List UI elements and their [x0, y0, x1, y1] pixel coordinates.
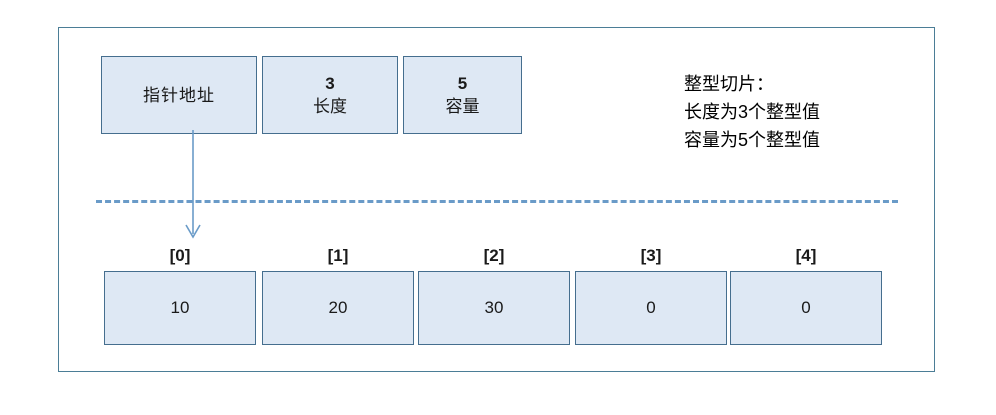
array-cell-3: 0	[575, 271, 727, 345]
array-cell-2-value: 30	[484, 298, 504, 317]
array-index-2: [2]	[483, 246, 505, 265]
array-index-0: [0]	[169, 246, 191, 265]
array-cell-2: 30	[418, 271, 570, 345]
slice-length-label: 长度	[313, 96, 347, 116]
annotation-line-1: 整型切片：	[684, 74, 774, 94]
array-index-4: [4]	[795, 246, 817, 265]
annotation-line-2: 长度为3个整型值	[684, 102, 821, 122]
slice-length-value: 3	[325, 73, 335, 93]
slice-length-box: 3 长度	[262, 56, 398, 134]
annotation-line-3: 容量为5个整型值	[684, 130, 821, 150]
pointer-arrow-icon	[185, 130, 201, 239]
array-index-3: [3]	[640, 246, 662, 265]
array-cell-3-value: 0	[646, 298, 656, 317]
array-index-1: [1]	[327, 246, 349, 265]
slice-capacity-box: 5 容量	[403, 56, 522, 134]
dashed-separator	[96, 200, 898, 203]
array-cell-4-value: 0	[801, 298, 811, 317]
array-cell-0: 10	[104, 271, 256, 345]
slice-capacity-value: 5	[457, 73, 468, 93]
slice-pointer-label: 指针地址	[143, 85, 215, 105]
slice-capacity-label: 容量	[445, 96, 480, 116]
slice-pointer-box: 指针地址	[101, 56, 257, 134]
array-cell-0-value: 10	[170, 298, 190, 317]
annotation-text-block: 整型切片： 长度为3个整型值 容量为5个整型值	[684, 70, 820, 154]
array-cell-1: 20	[262, 271, 414, 345]
array-cell-1-value: 20	[328, 298, 348, 317]
array-cell-4: 0	[730, 271, 882, 345]
